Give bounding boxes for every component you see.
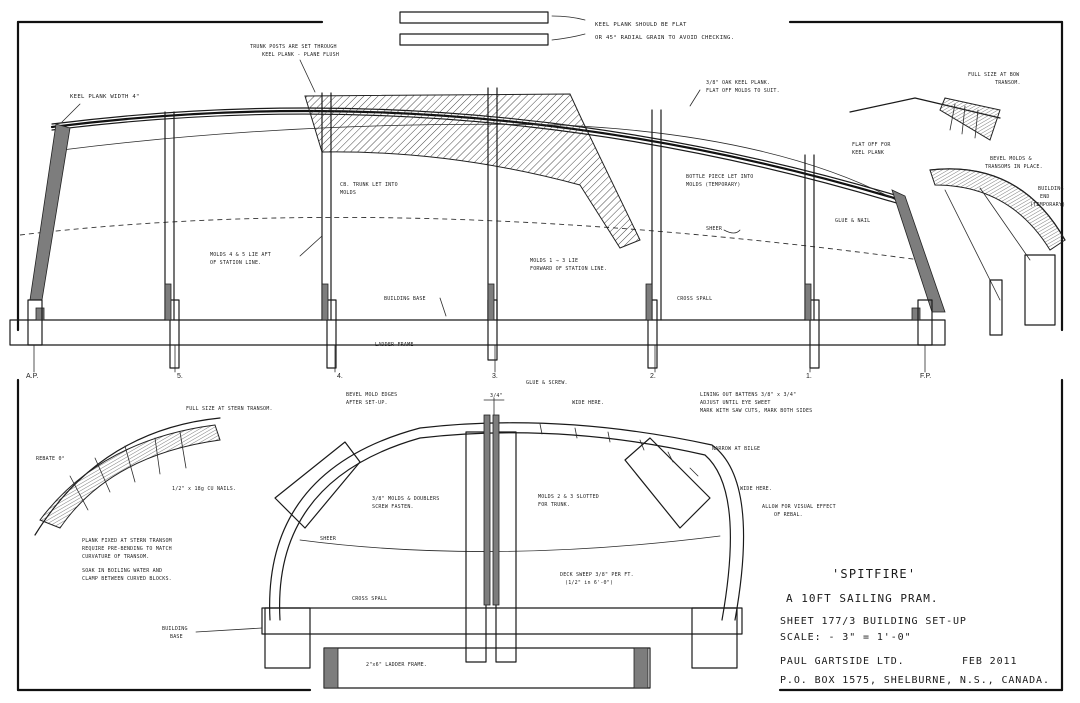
note-building-base-3: BASE	[170, 634, 183, 640]
note-full-size-bow-2: TRANSOM.	[995, 80, 1021, 86]
note-full-size-bow: FULL SIZE AT BOW	[968, 72, 1020, 78]
note-soak-1: SOAK IN BOILING WATER AND	[82, 568, 162, 574]
note-full-size-stern: FULL SIZE AT STERN TRANSOM.	[186, 406, 273, 412]
note-wide-here-2: WIDE HERE.	[740, 486, 772, 492]
sheet-number: SHEET 177/3 BUILDING SET-UP	[780, 616, 967, 627]
section-view	[261, 397, 745, 689]
note-narrow-bilge: NARROW AT BILGE	[712, 446, 760, 452]
station-4: 4.	[337, 373, 343, 380]
note-cb-trunk-2: MOLDS	[340, 190, 356, 196]
note-lining-out-3: MARK WITH SAW CUTS, MARK BOTH SIDES	[700, 408, 812, 414]
title-block: 'SPITFIRE' A 10FT SAILING PRAM. SHEET 17…	[780, 567, 1050, 686]
boat-name: 'SPITFIRE'	[832, 567, 916, 581]
note-allow-visual-2: OF REBAL.	[774, 512, 803, 518]
note-molds-slotted: MOLDS 2 & 3 SLOTTED	[538, 494, 599, 500]
profile-view	[9, 87, 946, 373]
station-fp: F.P.	[920, 373, 931, 380]
note-plank-fixed-1: PLANK FIXED AT STERN TRANSOM	[82, 538, 172, 544]
station-ap: A.P.	[26, 373, 38, 380]
bow-transom-detail	[849, 97, 1066, 336]
note-soak-2: CLAMP BETWEEN CURVED BLOCKS.	[82, 576, 172, 582]
note-molds-13-2: FORWARD OF STATION LINE.	[530, 266, 607, 272]
note-building-base-2: BUILDING	[162, 626, 188, 632]
note-ladder-frame-2: 2"x6" LADDER FRAME.	[366, 662, 427, 668]
note-bevel-molds: BEVEL MOLDS &	[990, 156, 1032, 162]
boat-subtitle: A 10FT SAILING PRAM.	[786, 592, 938, 605]
drawing-scale: SCALE: - 3" = 1'-0"	[780, 632, 912, 643]
note-building-end-3: (TEMPORARY)	[1030, 202, 1065, 208]
note-sheer-section: SHEER	[320, 536, 337, 542]
note-molds-45: MOLDS 4 & 5 LIE AFT	[210, 252, 271, 258]
station-1: 1.	[806, 373, 812, 380]
company-name: PAUL GARTSIDE LTD.	[780, 656, 905, 667]
note-molds-doublers: 3/8" MOLDS & DOUBLERS	[372, 496, 439, 502]
station-2: 2.	[650, 373, 656, 380]
note-keel-plank-flat: KEEL PLANK SHOULD BE FLAT	[595, 22, 687, 28]
note-cross-spall: CROSS SPALL	[677, 296, 712, 302]
note-lining-out-1: LINING OUT BATTENS 3/8" x 3/4"	[700, 392, 796, 398]
note-bevel-mold-edges: BEVEL MOLD EDGES	[346, 392, 397, 398]
note-keel-plank-width: KEEL PLANK WIDTH 4"	[70, 94, 140, 100]
note-allow-visual: ALLOW FOR VISUAL EFFECT	[762, 504, 836, 510]
note-ladder-frame: LADDER FRAME	[375, 342, 414, 348]
company-address: P.O. BOX 1575, SHELBURNE, N.S., CANADA.	[780, 675, 1050, 686]
note-flat-off-keel-2: KEEL PLANK	[852, 150, 884, 156]
note-wide-here: WIDE HERE.	[572, 400, 604, 406]
note-nails: 1/2" x 18g CU NAILS.	[172, 486, 236, 492]
station-3: 3.	[492, 373, 498, 380]
note-plank-fixed-2: REQUIRE PRE-BENDING TO MATCH	[82, 546, 172, 552]
note-cb-trunk: CB. TRUNK LET INTO	[340, 182, 398, 188]
note-bevel-mold-edges-2: AFTER SET-UP.	[346, 400, 388, 406]
note-trunk-posts-2: KEEL PLANK - PLANE FLUSH	[262, 52, 339, 58]
stern-transom-detail	[34, 417, 221, 536]
note-bevel-molds-2: TRANSOMS IN PLACE.	[985, 164, 1043, 170]
note-deck-sweep: DECK SWEEP 3/8" PER FT.	[560, 572, 634, 578]
note-molds-45-2: OF STATION LINE.	[210, 260, 261, 266]
note-sheer: SHEER	[706, 226, 723, 232]
note-molds-13: MOLDS 1 → 3 LIE	[530, 258, 578, 264]
note-building-end-2: END	[1040, 194, 1050, 200]
note-trunk-posts: TRUNK POSTS ARE SET THROUGH	[250, 44, 337, 50]
note-deck-sweep-2: (1/2" in 6'-0")	[565, 580, 613, 586]
note-dim-slot: 3/4"	[490, 393, 503, 399]
note-lining-out-2: ADJUST UNTIL EYE SWEET	[700, 400, 771, 406]
note-glue-nail: GLUE & NAIL	[835, 218, 870, 224]
keel-plank-grain-samples	[399, 11, 586, 46]
note-flat-off-keel: FLAT OFF FOR	[852, 142, 891, 148]
note-molds-doublers-2: SCREW FASTEN.	[372, 504, 414, 510]
station-5: 5.	[177, 373, 183, 380]
note-bottle-piece: BOTTLE PIECE LET INTO	[686, 174, 753, 180]
note-keel-plank-grain: OR 45° RADIAL GRAIN TO AVOID CHECKING.	[595, 35, 734, 41]
note-glue-screw: GLUE & SCREW.	[526, 380, 568, 386]
note-cross-spall-2: CROSS SPALL	[352, 596, 387, 602]
note-bottle-piece-2: MOLDS (TEMPORARY)	[686, 182, 741, 188]
note-molds-slotted-2: FOR TRUNK.	[538, 502, 570, 508]
sheet-border	[16, 20, 1064, 692]
drawing-date: FEB 2011	[962, 656, 1017, 667]
note-building-base: BUILDING BASE	[384, 296, 426, 302]
note-building-end: BUILDING	[1038, 186, 1064, 192]
note-rebate: REBATE 0°	[36, 456, 65, 462]
note-oak-keel-plank: 3/8" OAK KEEL PLANK.	[706, 80, 770, 86]
note-plank-fixed-3: CURVATURE OF TRANSOM.	[82, 554, 149, 560]
note-oak-keel-plank-2: FLAT OFF MOLDS TO SUIT.	[706, 88, 780, 94]
